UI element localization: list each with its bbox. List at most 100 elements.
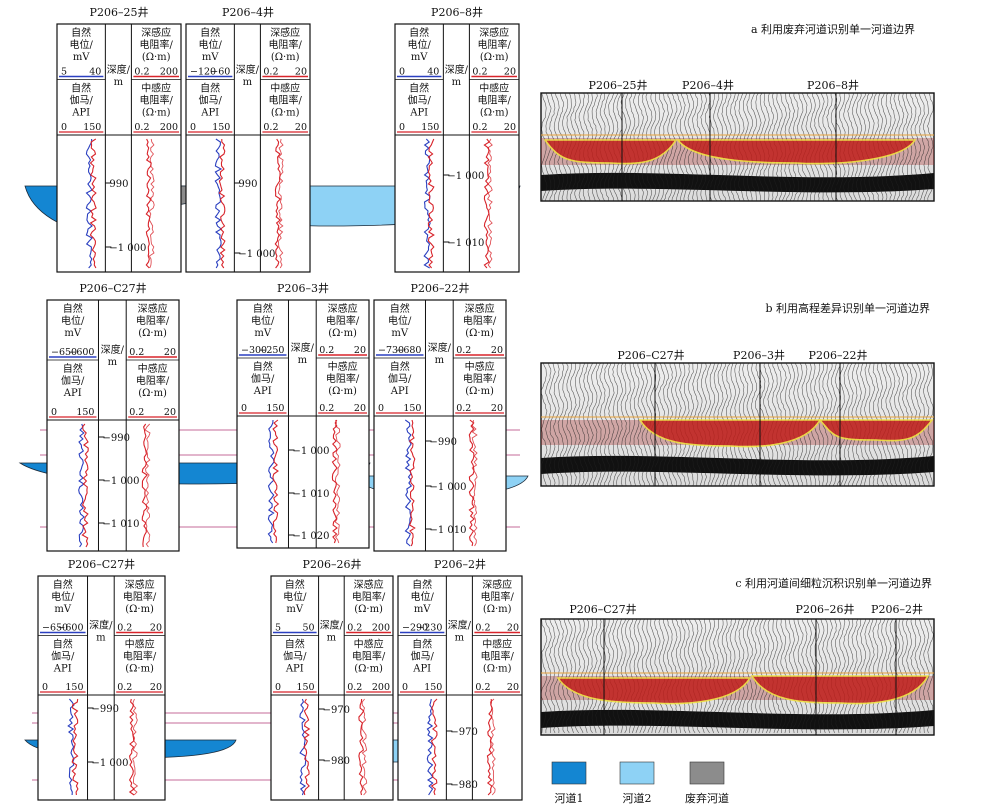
deep-scale-min: 0.2: [263, 67, 278, 78]
well-name-a3: P206–8井: [431, 5, 483, 19]
well-name-b1: P206–C27井: [79, 281, 146, 295]
depth-header-label: m: [327, 632, 337, 643]
gr-header-label: 自然: [412, 638, 432, 651]
sp-header-label: mV: [54, 604, 71, 615]
legend-label-abandoned: 废弃河道: [685, 791, 729, 805]
deep-res-curve: [128, 698, 135, 796]
seismic-trace: [599, 619, 607, 734]
depth-label: −990: [102, 433, 129, 444]
seismic-well-label: P206–22井: [809, 348, 868, 362]
sp-scale-min: −650: [51, 347, 77, 358]
sp-header-label: mV: [411, 52, 428, 63]
deep-scale-min: 0.2: [347, 623, 362, 634]
depth-header-label: 深度/: [101, 343, 125, 356]
sp-header-label: 电位/: [388, 314, 412, 327]
med-res-curve: [489, 698, 496, 796]
sp-curve: [423, 138, 431, 269]
sp-header-label: mV: [254, 328, 271, 339]
depth-header-label: m: [96, 632, 106, 643]
seismic-trace: [666, 619, 673, 734]
gr-scale-max: 150: [76, 407, 94, 418]
sp-scale-max: −600: [68, 347, 94, 358]
seismic-trace: [721, 619, 728, 733]
deep-header-label: 深感应: [465, 302, 495, 315]
well-frame: [56, 23, 182, 273]
deep-header-label: 电阻率/: [123, 590, 157, 603]
med-header-label: (Ω·m): [138, 388, 167, 399]
seismic-trace: [927, 619, 934, 734]
sp-header-label: 自然: [63, 302, 83, 315]
gr-scale-min: 0: [61, 122, 67, 133]
med-scale-max: 20: [491, 403, 503, 414]
seismic-trace: [910, 93, 917, 201]
med-header-label: 电阻率/: [269, 94, 303, 107]
depth-header-label: m: [435, 355, 445, 366]
sp-header-label: 自然: [253, 302, 273, 315]
med-res-curve: [144, 423, 151, 548]
seismic-content: [541, 619, 934, 735]
depth-label: −1 010: [102, 519, 139, 530]
med-header-label: 电阻率/: [326, 372, 360, 385]
gr-scale-min: 0: [51, 407, 57, 418]
well-frame: [46, 299, 180, 552]
seismic-content: [541, 363, 934, 486]
med-header-label: 中感应: [270, 82, 300, 95]
seismic-trace: [612, 619, 619, 734]
deep-scale-min: 0.2: [472, 67, 487, 78]
seismic-trace: [679, 619, 686, 734]
gr-scale-max: 150: [266, 403, 284, 414]
deep-scale-max: 20: [507, 623, 519, 634]
seismic-trace: [629, 619, 636, 734]
seismic-trace: [553, 363, 560, 486]
sp-header-label: 电位/: [198, 38, 222, 51]
sp-header-label: 自然: [285, 578, 305, 591]
seismic-trace: [595, 363, 602, 486]
deep-res-curve: [483, 138, 491, 269]
gr-header-label: 伽马/: [51, 650, 75, 663]
sp-header-label: 自然: [71, 26, 91, 39]
depth-header-label: 深度/: [89, 618, 113, 631]
depth-label: −970: [450, 727, 477, 738]
seismic-trace: [616, 363, 623, 486]
med-res-curve: [334, 419, 341, 544]
deep-scale-max: 20: [150, 623, 162, 634]
seismic-trace: [675, 619, 682, 734]
seismic-trace: [541, 363, 548, 486]
seismic-trace: [927, 93, 934, 201]
caption-c: c 利用河道间细粒沉积识别单一河道边界: [735, 576, 932, 590]
seismic-trace: [599, 363, 606, 486]
depth-header-label: 深度/: [107, 63, 131, 76]
deep-header-label: 深感应: [141, 26, 171, 39]
well-name-b3: P206–22井: [411, 281, 470, 295]
deep-header-label: (Ω·m): [328, 328, 357, 339]
sp-header-label: mV: [286, 604, 303, 615]
gr-curve: [408, 419, 416, 547]
seismic-trace: [620, 363, 627, 486]
depth-label: −1 000: [92, 758, 129, 769]
seismic-channel-lens: [750, 675, 930, 705]
depth-label: −1 000: [292, 446, 329, 457]
gr-scale-min: 0: [378, 403, 384, 414]
med-header-label: (Ω·m): [480, 108, 509, 119]
well-name-b2: P206–3井: [277, 281, 329, 295]
med-header-label: 中感应: [354, 638, 384, 651]
seismic-trace: [725, 619, 732, 734]
depth-header-label: m: [243, 77, 253, 88]
well-frame: [397, 575, 523, 801]
well-frame: [37, 575, 166, 801]
seismic-trace: [818, 363, 824, 486]
seismic-channel-lens: [676, 139, 917, 165]
med-header-label: 电阻率/: [136, 374, 170, 387]
seismic-trace: [671, 619, 678, 734]
sp-header-label: mV: [202, 52, 219, 63]
med-res-curve: [486, 138, 493, 269]
seismic-trace: [691, 619, 699, 734]
deep-header-label: 深感应: [354, 578, 384, 591]
depth-header-label: m: [455, 632, 465, 643]
deep-scale-max: 200: [160, 67, 178, 78]
gr-header-label: API: [200, 108, 219, 119]
